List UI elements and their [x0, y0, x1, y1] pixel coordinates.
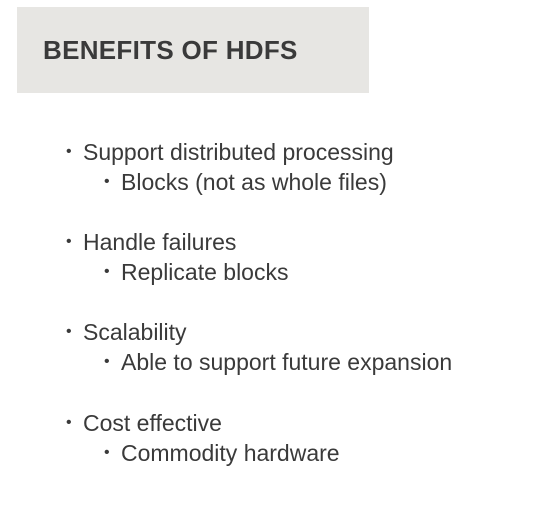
sub-bullet-item: • Able to support future expansion — [104, 347, 452, 377]
bullet-icon: • — [104, 263, 110, 280]
bullet-label: Cost effective — [83, 410, 222, 436]
sub-bullet-item: • Blocks (not as whole files) — [104, 167, 387, 197]
bullet-icon: • — [66, 323, 72, 340]
slide-title: BENEFITS OF HDFS — [43, 34, 298, 65]
bullet-icon: • — [66, 233, 72, 250]
bullet-item: • Cost effective — [66, 408, 222, 438]
sub-bullet-label: Commodity hardware — [121, 440, 340, 466]
bullet-label: Support distributed processing — [83, 139, 394, 165]
bullet-icon: • — [66, 143, 72, 160]
bullet-label: Handle failures — [83, 229, 237, 255]
bullet-item: • Scalability — [66, 317, 187, 347]
bullet-item: • Handle failures — [66, 227, 236, 257]
bullet-icon: • — [66, 414, 72, 431]
title-banner: BENEFITS OF HDFS — [17, 7, 369, 93]
sub-bullet-label: Able to support future expansion — [121, 349, 453, 375]
sub-bullet-item: • Replicate blocks — [104, 257, 288, 287]
sub-bullet-item: • Commodity hardware — [104, 438, 340, 468]
bullet-label: Scalability — [83, 319, 187, 345]
sub-bullet-label: Blocks (not as whole files) — [121, 169, 387, 195]
sub-bullet-label: Replicate blocks — [121, 259, 289, 285]
bullet-icon: • — [104, 173, 110, 190]
bullet-icon: • — [104, 353, 110, 370]
bullet-icon: • — [104, 444, 110, 461]
bullet-item: • Support distributed processing — [66, 137, 394, 167]
